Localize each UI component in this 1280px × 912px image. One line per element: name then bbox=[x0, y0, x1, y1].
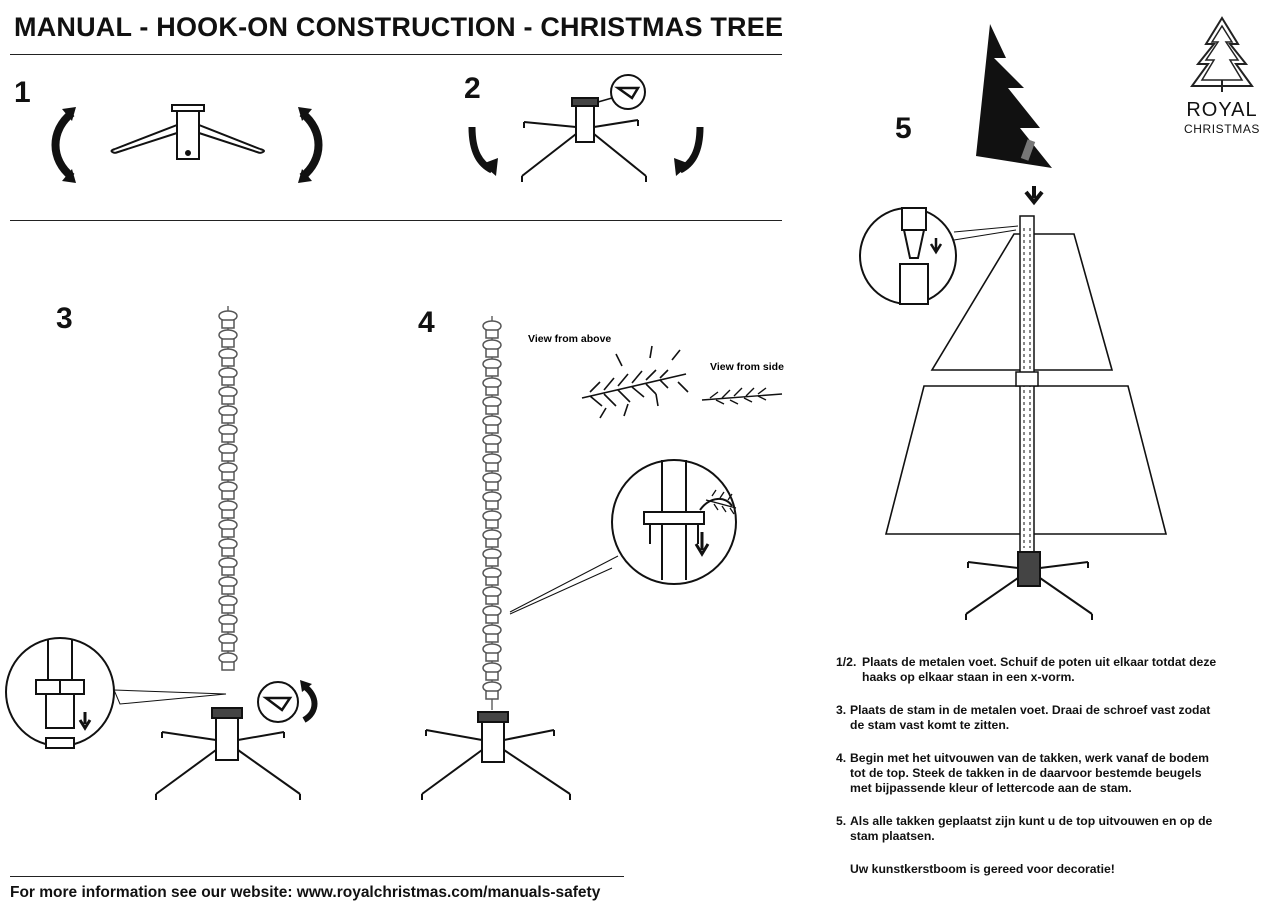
hook-bracket bbox=[485, 405, 499, 415]
view-from-above-label: View from above bbox=[528, 333, 611, 345]
instruction-text: Plaats de stam in de metalen voet. Draai… bbox=[850, 703, 1211, 732]
hook-bracket bbox=[485, 367, 499, 377]
hook-bracket bbox=[221, 509, 235, 519]
hook-bracket bbox=[485, 595, 499, 605]
tree-top-icon bbox=[976, 24, 1052, 168]
step-3-number: 3 bbox=[56, 302, 73, 335]
hook-bracket bbox=[221, 490, 235, 500]
footer-website-text: For more information see our website: ww… bbox=[10, 884, 601, 901]
rotate-left-arrow-icon bbox=[51, 109, 75, 181]
hook-bracket bbox=[221, 547, 235, 557]
step-4-number: 4 bbox=[418, 306, 435, 339]
hook-bracket bbox=[221, 338, 235, 348]
instruction-number: 4. bbox=[836, 751, 847, 765]
branch-tip-icon bbox=[705, 489, 737, 515]
hook-bracket bbox=[221, 661, 235, 671]
logo-text-royal: ROYAL bbox=[1186, 99, 1258, 121]
trunk-pole-step3 bbox=[218, 306, 238, 671]
step-5-number: 5 bbox=[895, 112, 912, 145]
instruction-item: 3. Plaats de stam in de metalen voet. Dr… bbox=[836, 703, 1256, 733]
instruction-text: Plaats de metalen voet. Schuif de poten … bbox=[862, 655, 1217, 684]
hook-bracket bbox=[221, 623, 235, 633]
branch-above-icon bbox=[581, 345, 689, 419]
screw-detail-circle bbox=[610, 74, 646, 110]
instruction-item: 4. Begin met het uitvouwen van de takken… bbox=[836, 751, 1256, 796]
hook-bracket bbox=[485, 671, 499, 681]
header-divider bbox=[10, 54, 782, 55]
hook-bracket bbox=[485, 424, 499, 434]
tree-stand-step3 bbox=[155, 707, 301, 800]
hook-bracket bbox=[485, 348, 499, 358]
step-3-illustration bbox=[5, 306, 318, 800]
tree-stand-open bbox=[521, 97, 647, 182]
instruction-number: 5. bbox=[836, 814, 847, 828]
hook-bracket bbox=[221, 319, 235, 329]
hook-bracket bbox=[485, 633, 499, 643]
hook-bracket bbox=[485, 462, 499, 472]
hook-bracket bbox=[221, 585, 235, 595]
step-2-illustration bbox=[468, 74, 704, 182]
hook-bracket bbox=[485, 443, 499, 453]
hook-bracket bbox=[485, 557, 499, 567]
hook-bracket bbox=[221, 566, 235, 576]
hook-bracket bbox=[485, 386, 499, 396]
down-arrow-icon-step4 bbox=[694, 532, 710, 557]
instruction-item: 1/2. Plaats de metalen voet. Schuif de p… bbox=[836, 655, 1256, 685]
step-1-illustration bbox=[51, 104, 323, 183]
section-divider bbox=[10, 220, 782, 221]
hook-bracket bbox=[221, 528, 235, 538]
step-5-illustration bbox=[859, 24, 1168, 620]
tree-stand-folded bbox=[110, 104, 265, 160]
logo-text-christmas: CHRISTMAS bbox=[1183, 122, 1261, 136]
hook-bracket bbox=[221, 604, 235, 614]
hook-bracket bbox=[221, 642, 235, 652]
page-title: MANUAL - HOOK-ON CONSTRUCTION - CHRISTMA… bbox=[14, 12, 784, 42]
hook-bracket bbox=[485, 329, 499, 339]
hook-bracket bbox=[485, 576, 499, 586]
down-arrow-icon bbox=[78, 712, 92, 731]
hook-bracket bbox=[485, 652, 499, 662]
step-1-number: 1 bbox=[14, 76, 31, 109]
hook-bracket bbox=[485, 690, 499, 700]
hook-bracket bbox=[221, 471, 235, 481]
hook-bracket bbox=[221, 376, 235, 386]
instruction-text: Begin met het uitvouwen van de takken, w… bbox=[850, 751, 1209, 795]
down-arrow-icon-step5 bbox=[1024, 186, 1044, 206]
trunk-pole-step4 bbox=[482, 316, 502, 710]
tree-icon bbox=[1190, 16, 1254, 92]
instruction-number: 1/2. bbox=[836, 655, 857, 669]
hook-bracket bbox=[485, 538, 499, 548]
closing-text: Uw kunstkerstboom is gereed voor decorat… bbox=[850, 862, 1115, 876]
tighten-arrow-icon bbox=[302, 683, 318, 723]
hook-bracket bbox=[485, 481, 499, 491]
hook-bracket bbox=[221, 452, 235, 462]
instruction-number: 3. bbox=[836, 703, 847, 717]
step-2-number: 2 bbox=[464, 72, 481, 105]
footer-divider bbox=[10, 876, 624, 877]
hook-bracket bbox=[485, 500, 499, 510]
tree-stand-step4 bbox=[421, 711, 571, 800]
trunk-pole-step5 bbox=[1019, 215, 1035, 559]
instructions-list: 1/2. Plaats de metalen voet. Schuif de p… bbox=[836, 655, 1256, 877]
screw-knob-icon bbox=[614, 86, 641, 100]
rotate-right-arrow-icon bbox=[299, 109, 323, 181]
tree-stand-step5 bbox=[965, 551, 1093, 620]
hook-bracket bbox=[485, 519, 499, 529]
hook-bracket bbox=[485, 614, 499, 624]
royal-christmas-logo: ROYAL CHRISTMAS bbox=[1176, 14, 1268, 144]
branch-side-icon bbox=[701, 387, 783, 405]
screw-detail-circle-step3 bbox=[257, 681, 299, 723]
hook-bracket bbox=[221, 395, 235, 405]
step-4-illustration: View from above View from side bbox=[421, 316, 784, 800]
hook-bracket bbox=[221, 357, 235, 367]
view-from-side-label: View from side bbox=[710, 361, 784, 373]
instruction-item: 5. Als alle takken geplaatst zijn kunt u… bbox=[836, 814, 1256, 844]
hook-bracket bbox=[221, 414, 235, 424]
hook-bracket bbox=[221, 433, 235, 443]
instruction-text: Als alle takken geplaatst zijn kunt u de… bbox=[850, 814, 1213, 843]
